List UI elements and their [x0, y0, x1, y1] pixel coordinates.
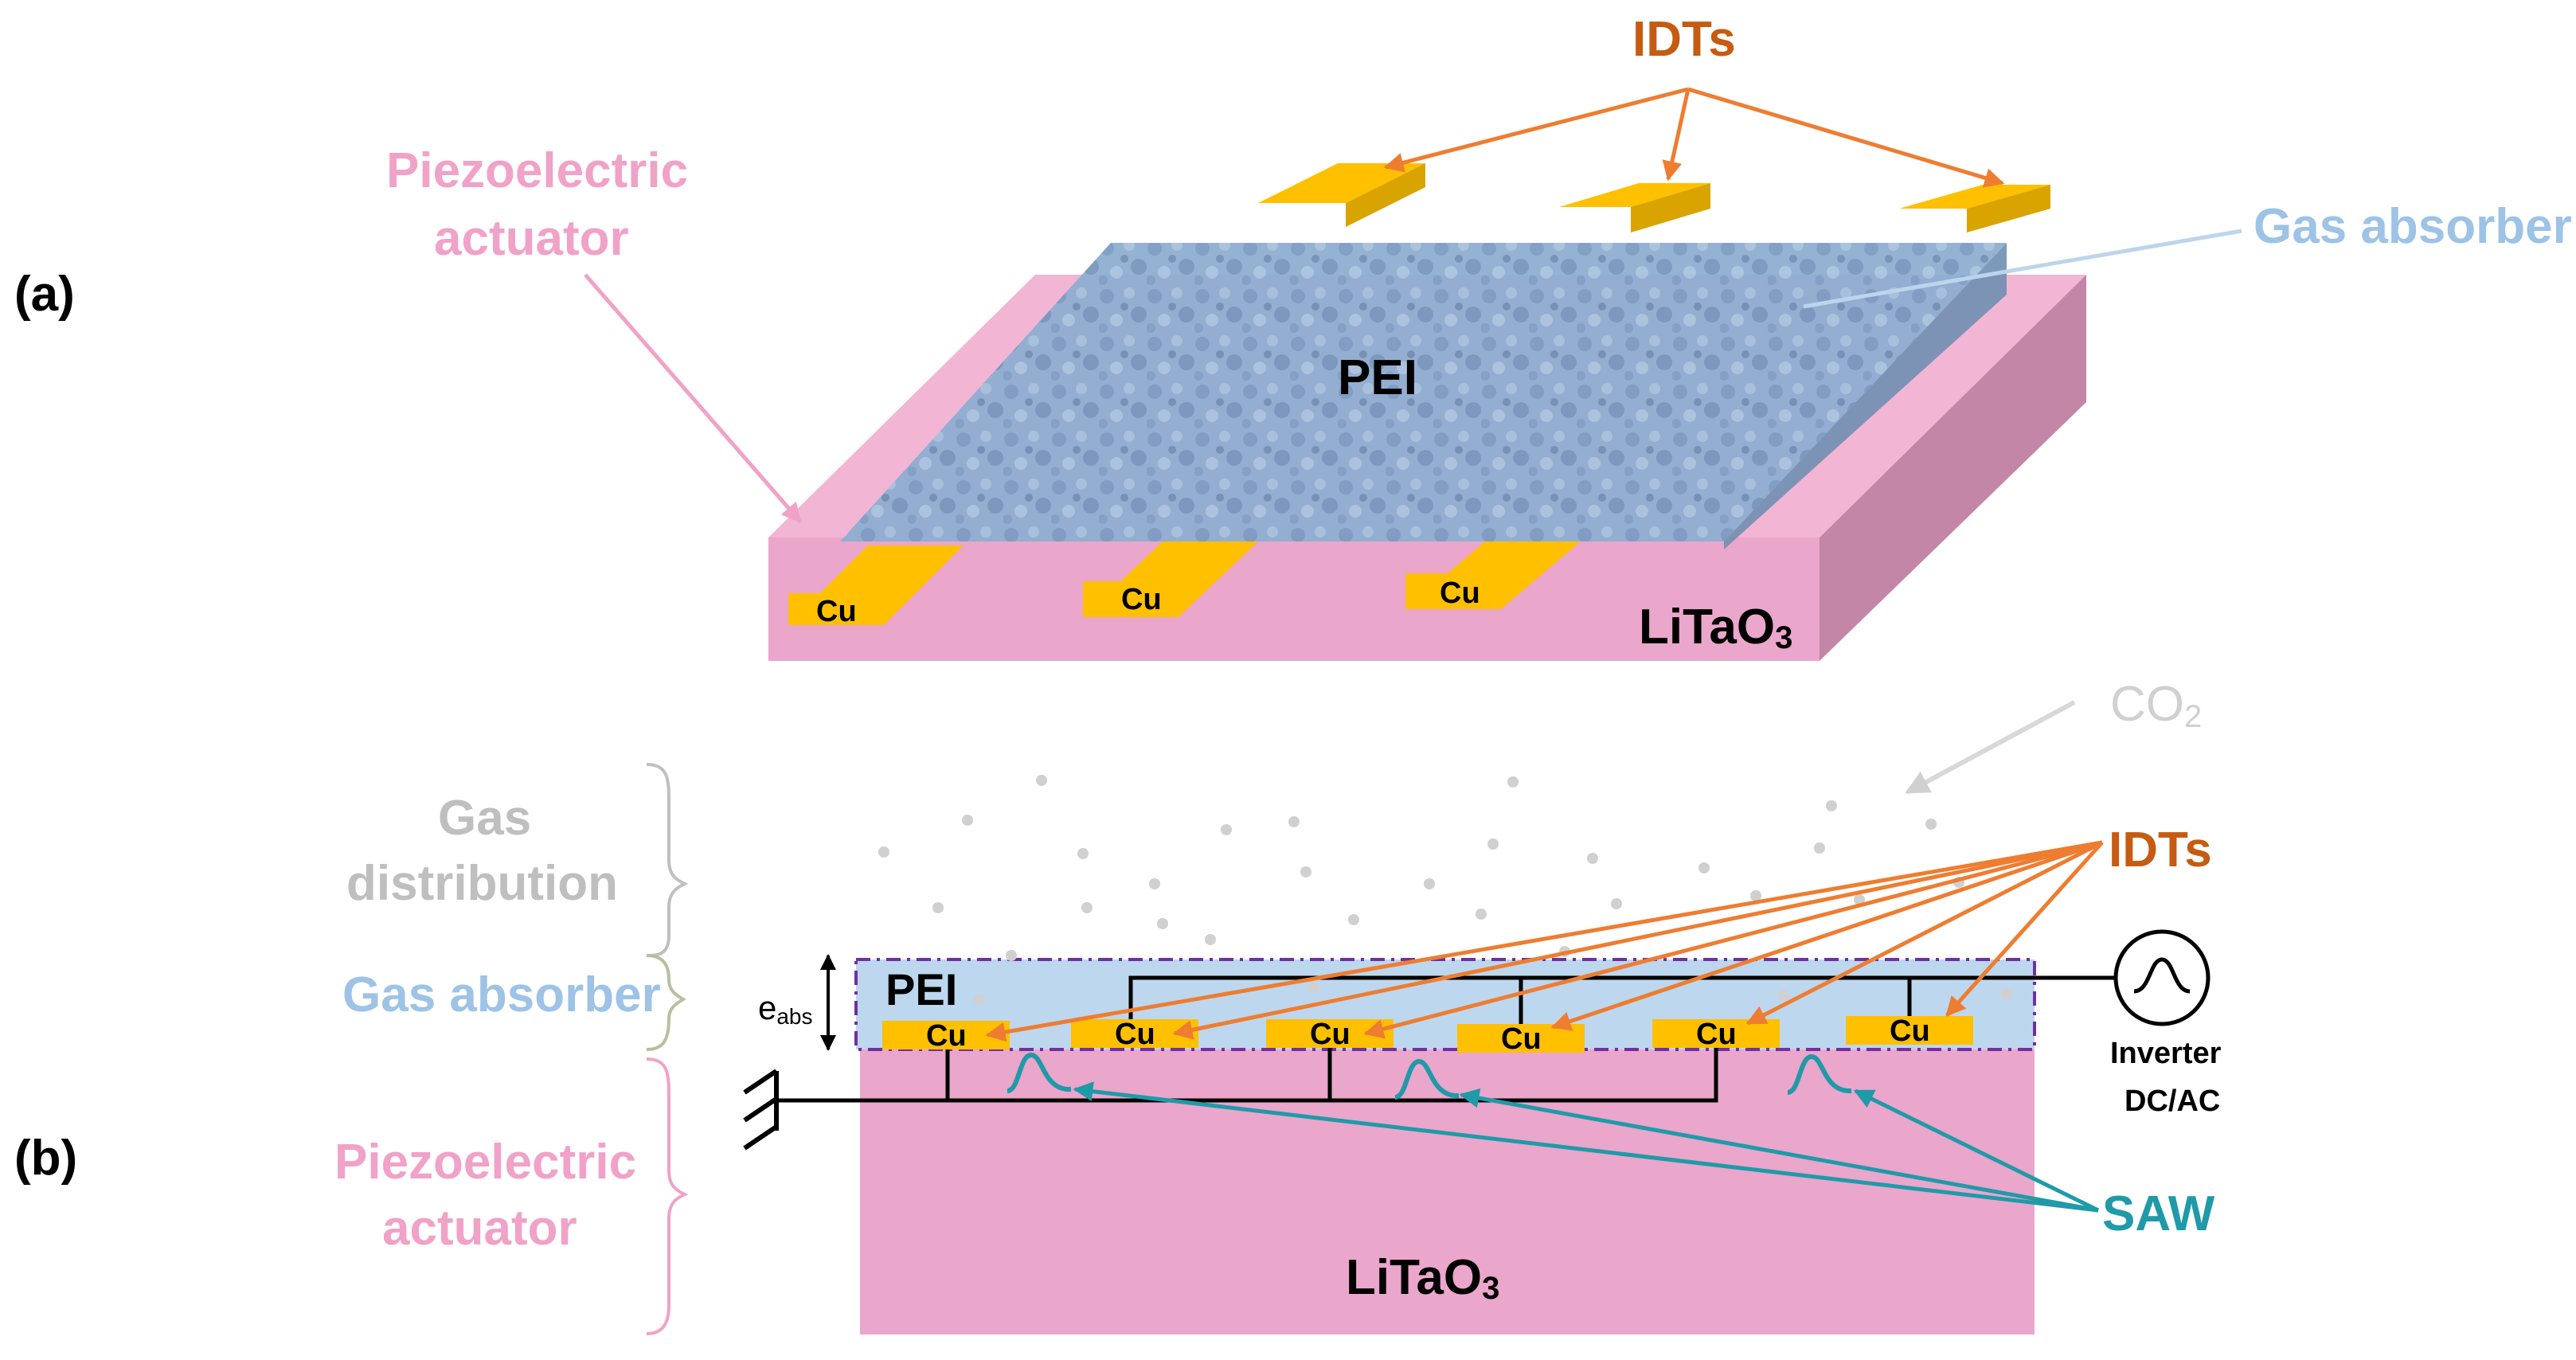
idts-arrows-b: [985, 840, 2104, 1042]
idt-front-tabs: Cu Cu Cu: [788, 541, 1581, 628]
ground-symbol: [743, 1069, 779, 1151]
absorber-label-a: Gas absorber: [2254, 199, 2572, 254]
gas-distribution-line2: distribution: [346, 856, 618, 911]
gas-distribution-line1: Gas: [438, 791, 531, 846]
idt-back-tab-1: [1258, 163, 1425, 203]
substrate-block-b: [860, 1049, 2035, 1335]
inverter-symbol: [2113, 929, 2211, 1026]
co2-label: CO2: [2110, 677, 2202, 734]
inverter-label-line1: Inverter: [2110, 1037, 2222, 1070]
substrate-label-a: LiTaO3: [1639, 600, 1792, 655]
saw-label: SAW: [2102, 1186, 2215, 1241]
pei-label-b: PEI: [885, 964, 957, 1014]
actuator-label-a-line1: Piezoelectric: [386, 143, 688, 198]
pei-absorber-layer: [854, 958, 2036, 1051]
saw-waves: [1007, 1052, 1852, 1100]
idt-back-tab-2: [1559, 183, 1710, 207]
cu-label-b-5: Cu: [1696, 1018, 1737, 1051]
cu-pad-a-2: [1083, 581, 1179, 617]
brace-gas-distribution: [646, 763, 689, 957]
thickness-label: eabs: [758, 989, 813, 1029]
cu-electrode-b-6: [1846, 1016, 1973, 1045]
substrate-label-b: LiTaO3: [1346, 1250, 1499, 1306]
idt-back-tab-3: [1899, 185, 2050, 209]
cu-label-b-1: Cu: [926, 1019, 967, 1053]
absorber-pointer-a: [1803, 229, 2242, 309]
actuator-label-b-line1: Piezoelectric: [334, 1135, 636, 1190]
actuator-arrow-a: [584, 273, 802, 523]
panel-a: (a) PEI Cu Cu: [14, 12, 2572, 661]
pei-absorber-slab: PEI: [840, 243, 2007, 549]
panel-b: (b) LiTaO3 PEI Cu Cu Cu Cu Cu Cu: [14, 677, 2222, 1335]
gas-absorber-label-b: Gas absorber: [342, 967, 661, 1022]
cu-label-a-2: Cu: [1121, 583, 1162, 616]
cu-label-b-2: Cu: [1115, 1018, 1155, 1051]
panel-a-label: (a): [14, 267, 75, 322]
saw-arrows: [1073, 1081, 2100, 1213]
cu-label-b-3: Cu: [1310, 1018, 1351, 1051]
idts-label-b: IDTs: [2109, 823, 2212, 877]
actuator-label-b-line2: actuator: [382, 1201, 577, 1256]
cu-pad-a-1: [788, 593, 884, 625]
brace-gas-absorber: [646, 954, 686, 1051]
electrical-wiring: [776, 975, 2114, 1103]
idts-label-a: IDTs: [1632, 12, 1736, 67]
label-braces: [646, 763, 689, 1335]
cu-label-a-1: Cu: [816, 595, 857, 628]
idts-arrows-a: [1383, 87, 2005, 188]
cu-label-b-6: Cu: [1890, 1014, 1930, 1048]
substrate-side-face: [1820, 275, 2086, 661]
brace-actuator: [646, 1057, 689, 1335]
panel-b-label: (b): [14, 1131, 77, 1186]
co2-arrow: [1905, 700, 2076, 795]
inverter-label-line2: DC/AC: [2125, 1084, 2220, 1118]
idt-back-tabs: [1258, 163, 2050, 233]
cu-label-a-3: Cu: [1440, 576, 1480, 610]
actuator-label-a-line2: actuator: [434, 211, 629, 266]
cu-pad-a-3: [1405, 573, 1501, 609]
cu-label-b-4: Cu: [1501, 1022, 1542, 1056]
pei-label-a: PEI: [1338, 350, 1417, 405]
gas-molecules: [878, 775, 2012, 1005]
